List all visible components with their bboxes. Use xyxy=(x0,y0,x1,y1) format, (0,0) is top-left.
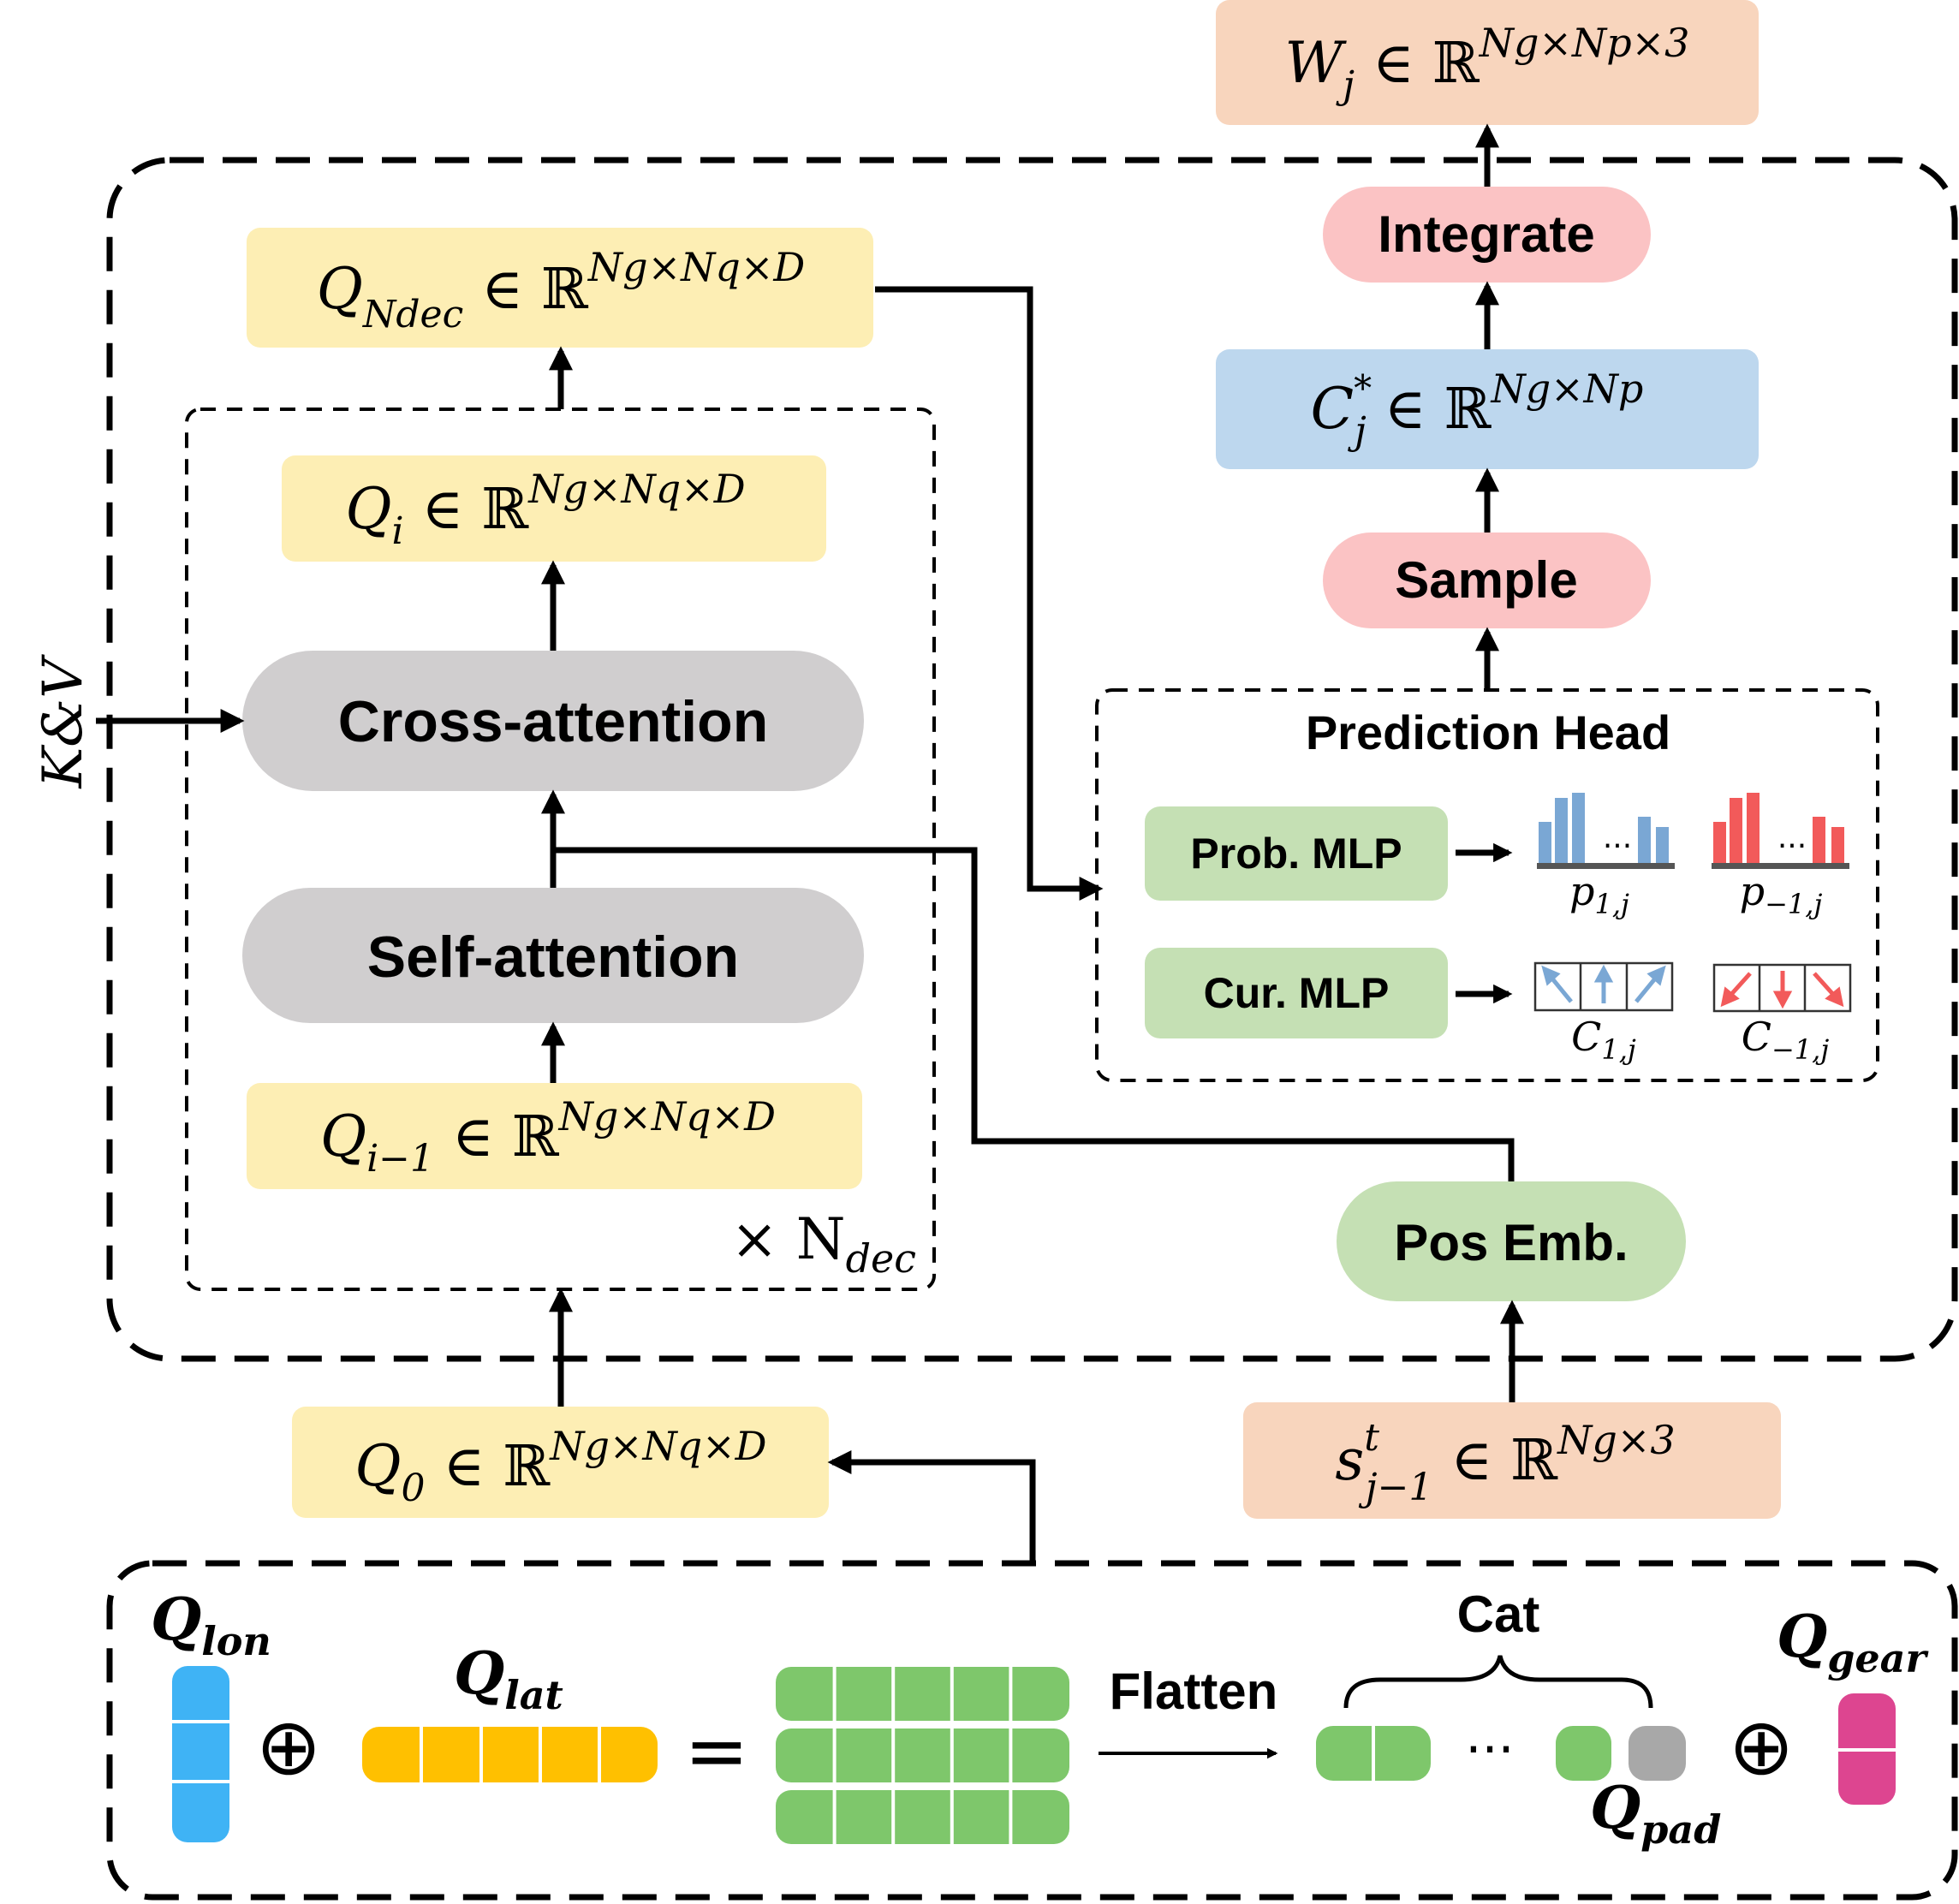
self-attention-pill xyxy=(242,888,864,1023)
grid-row xyxy=(776,1728,1069,1782)
bar xyxy=(1831,827,1844,863)
bar xyxy=(1730,798,1742,863)
q-lon-label: Qlon xyxy=(151,1586,271,1664)
q-ndec-formula: QNdec ∈ ℝNg×Nq×D xyxy=(317,244,806,336)
q0-box xyxy=(292,1407,829,1518)
prob-mlp-box xyxy=(1145,806,1448,901)
bar xyxy=(1638,817,1651,863)
state-box xyxy=(1243,1402,1781,1519)
pad-token xyxy=(1629,1726,1686,1781)
pos-emb-label: Pos Emb. xyxy=(1394,1214,1628,1271)
cat-brace xyxy=(1343,1655,1653,1709)
flattened-sequence xyxy=(1316,1726,1686,1781)
cross-attention-pill xyxy=(242,651,864,791)
q-pad-label: Qpad xyxy=(1590,1774,1721,1853)
q-gear-label: Qgear xyxy=(1777,1603,1929,1681)
prob-histogram-positive: ... xyxy=(1537,793,1675,869)
connectors xyxy=(96,123,1524,1563)
output-box xyxy=(1216,0,1759,125)
sample-pill xyxy=(1323,533,1651,628)
pos-emb-to-decoder-line xyxy=(553,847,1515,1181)
sequence-ellipsis: ··· xyxy=(1465,1720,1514,1780)
prob-mlp-label: Prob. MLP xyxy=(1190,830,1402,878)
red-arrow-icons xyxy=(1720,971,1844,1009)
cstar-box xyxy=(1216,349,1759,469)
kv-label: K&V xyxy=(32,654,95,789)
ellipsis: ... xyxy=(1777,820,1807,855)
cat-label: Cat xyxy=(1457,1586,1540,1643)
baseline xyxy=(1712,863,1849,869)
self-attention-label: Self-attention xyxy=(367,925,739,990)
q-i-box xyxy=(282,455,826,562)
integrate-pill xyxy=(1323,187,1651,283)
bar xyxy=(1747,793,1760,863)
bar xyxy=(1656,827,1669,863)
q-lon-vector xyxy=(172,1666,229,1842)
integrate-label: Integrate xyxy=(1378,205,1594,263)
baseline xyxy=(1537,863,1675,869)
cur-mlp-box xyxy=(1145,948,1448,1038)
cm1-label: C−1,j xyxy=(1742,1014,1830,1066)
bar xyxy=(1572,793,1585,863)
ellipsis: ... xyxy=(1603,820,1632,855)
flatten-label: Flatten xyxy=(1110,1663,1278,1720)
repeat-label: × Ndec xyxy=(731,1206,916,1282)
q-gear-vector xyxy=(1838,1693,1896,1805)
grid-row xyxy=(776,1667,1069,1721)
cur-mlp-label: Cur. MLP xyxy=(1204,969,1390,1017)
equals-sign: = xyxy=(684,1706,748,1796)
q-im1-box xyxy=(247,1083,862,1189)
p1-label: p1,j xyxy=(1569,868,1629,920)
oplus-1: ⊕ xyxy=(255,1701,321,1793)
outer-decoder-frame xyxy=(106,157,1958,1362)
curvature-cells-negative xyxy=(1712,963,1852,1013)
cross-attention-label: Cross-attention xyxy=(338,689,768,754)
q-i-formula: Qi ∈ ℝNg×Nq×D xyxy=(345,466,745,553)
arrow-qndec-to-head xyxy=(875,286,1104,901)
q-ndec-box xyxy=(247,228,873,348)
q-lat-label: Qlat xyxy=(454,1639,563,1718)
query-grid xyxy=(776,1667,1069,1844)
pm1-label: p−1,j xyxy=(1740,868,1823,920)
pos-emb-pill xyxy=(1337,1181,1686,1301)
c1-label: C1,j xyxy=(1571,1014,1636,1066)
q-lon-cell xyxy=(172,1666,229,1842)
prob-histogram-negative: ... xyxy=(1712,793,1849,869)
bar xyxy=(1713,822,1726,863)
q-im1-formula: Qi−1 ∈ ℝNg×Nq×D xyxy=(320,1093,776,1181)
prediction-head-title: Prediction Head xyxy=(1306,705,1670,759)
bar xyxy=(1813,817,1825,863)
bar xyxy=(1539,822,1551,863)
bar xyxy=(1555,798,1568,863)
output-formula: Wj ∈ ℝNg×Np×3 xyxy=(1285,20,1690,107)
q-lat-vector xyxy=(362,1727,658,1782)
blue-arrow-icons xyxy=(1541,964,1666,1003)
arrow-query-to-q0 xyxy=(827,1450,1036,1563)
oplus-2: ⊕ xyxy=(1728,1701,1794,1793)
sample-label: Sample xyxy=(1395,551,1577,609)
q0-formula: Q0 ∈ ℝNg×Nq×D xyxy=(354,1423,766,1510)
grid-row xyxy=(776,1790,1069,1844)
curvature-cells-positive xyxy=(1533,961,1674,1012)
